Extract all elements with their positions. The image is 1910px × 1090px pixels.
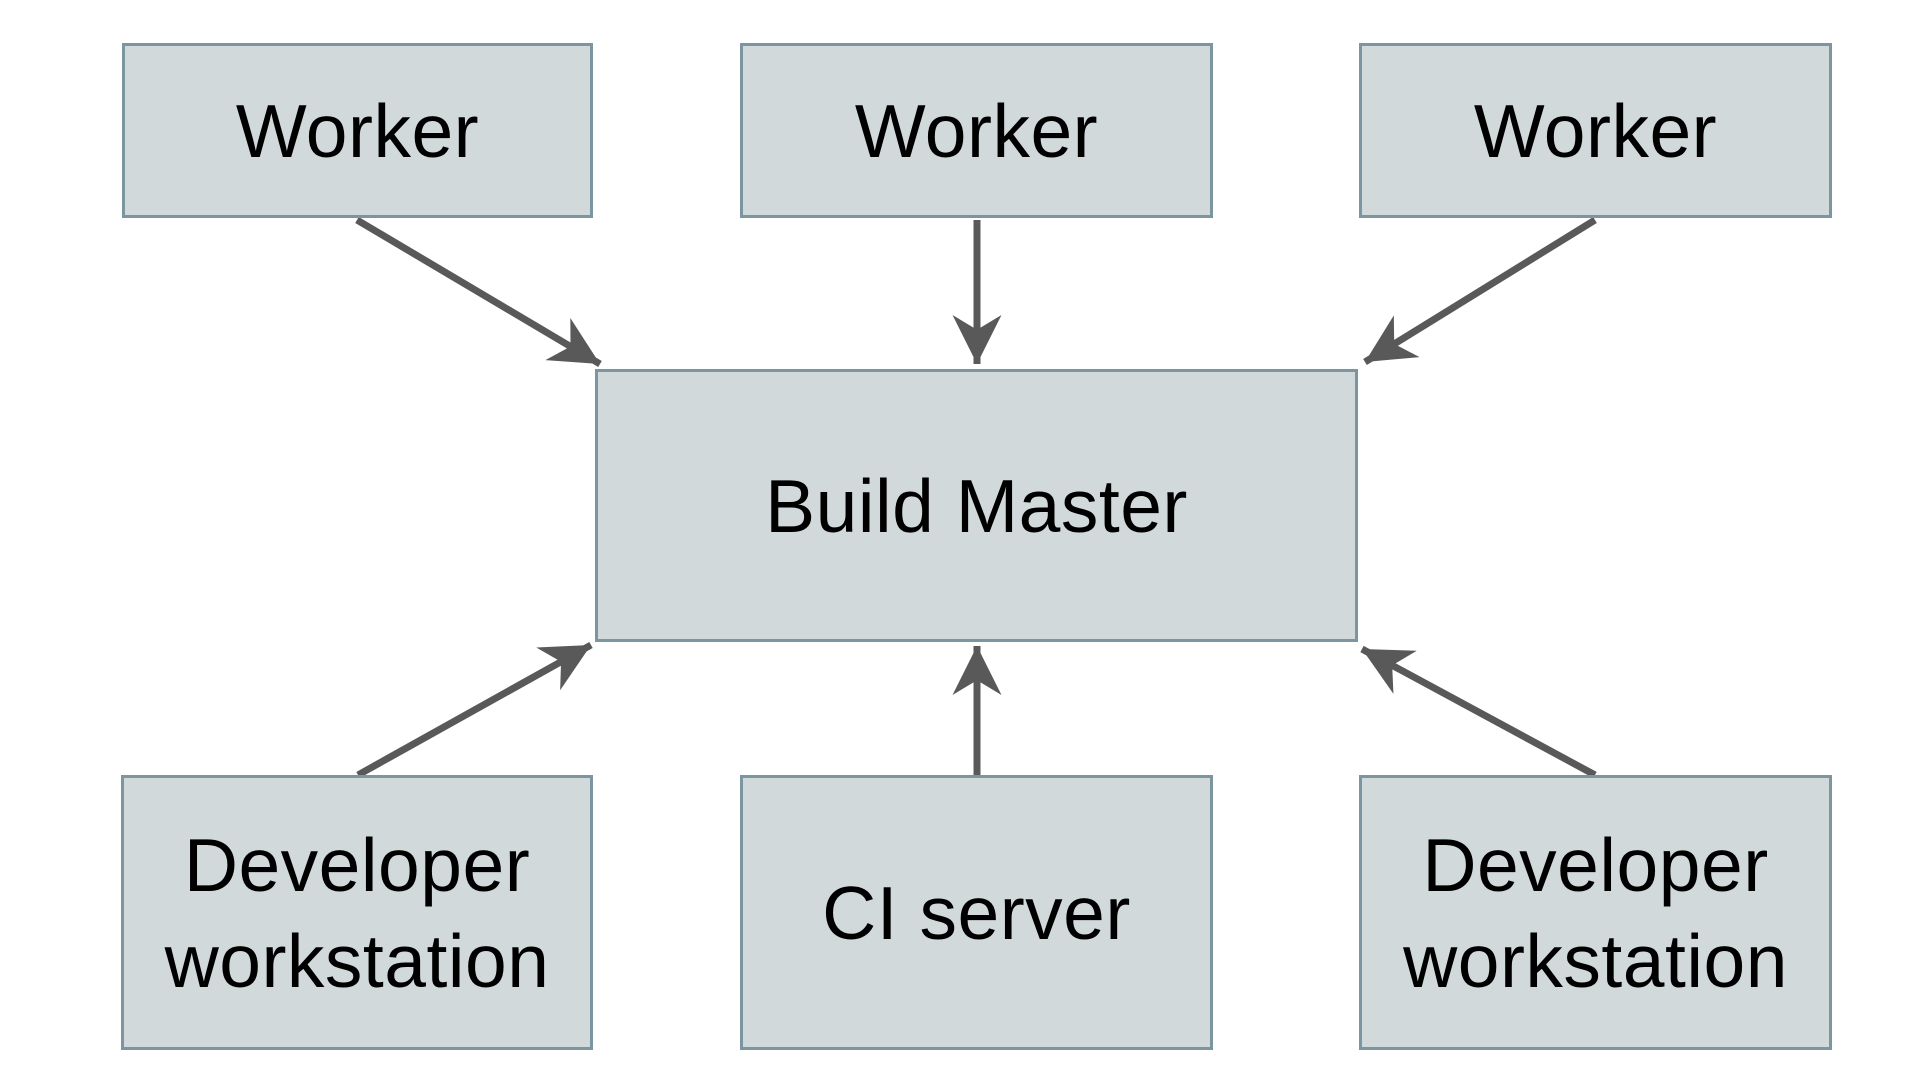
node-label: Worker [854,88,1099,173]
node-label: Worker [235,88,480,173]
node-label: Build Master [765,463,1188,548]
node-label: Developer workstation [1403,822,1788,1003]
arrow-dev-workstation-2-to-build-master [1360,645,1597,779]
node-label: CI server [822,870,1131,955]
arrow-worker-1-to-build-master [355,216,602,368]
node-worker-3: Worker [1359,43,1832,218]
node-worker-2: Worker [740,43,1213,218]
node-dev-workstation-2: Developer workstation [1359,775,1832,1050]
node-dev-workstation-1: Developer workstation [121,775,593,1050]
node-label: Worker [1473,88,1718,173]
node-worker-1: Worker [122,43,593,218]
node-build-master: Build Master [595,369,1358,642]
arrow-worker-3-to-build-master [1363,217,1597,365]
node-ci-server: CI server [740,775,1213,1050]
arrow-dev-workstation-1-to-build-master [356,641,593,779]
node-label: Developer workstation [164,822,550,1003]
